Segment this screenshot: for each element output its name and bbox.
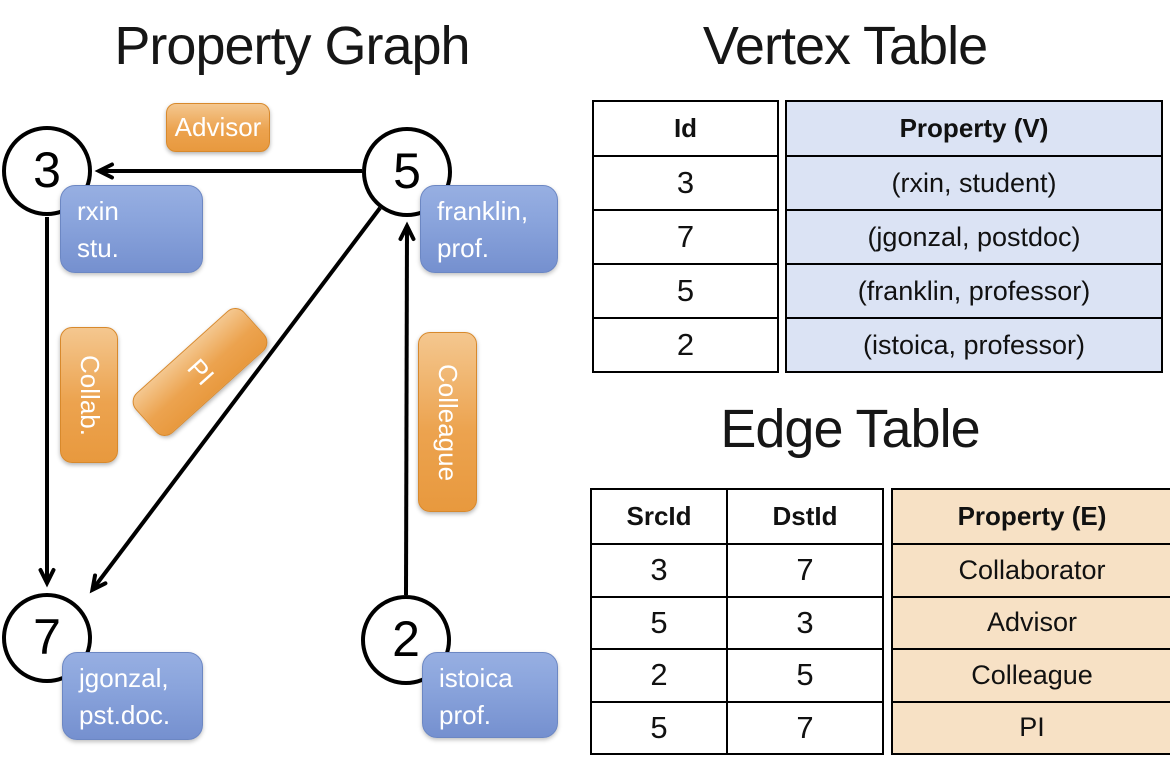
vertex-property-box-franklin: franklin, prof. — [420, 185, 558, 273]
vertex-property-line: jgonzal, — [79, 663, 169, 693]
table-cell: 2 — [592, 317, 779, 373]
node-id-label: 5 — [393, 143, 421, 199]
table-row: 2 5 — [590, 648, 884, 703]
edge-table-id-columns: SrcId DstId 3 7 5 3 2 5 5 7 — [590, 488, 884, 755]
table-row: 5 7 — [590, 700, 884, 755]
vertex-property-line: franklin, — [437, 196, 529, 226]
column-header-property-v: Property (V) — [785, 100, 1163, 157]
table-row: (istoica, professor) — [785, 317, 1163, 373]
edge-table-title: Edge Table — [720, 399, 980, 459]
vertex-property-line: rxin — [77, 196, 119, 226]
edge-label-text: PI — [180, 352, 220, 391]
table-cell: 5 — [592, 263, 779, 319]
node-id-label: 2 — [392, 611, 420, 667]
edge-label-advisor: Advisor — [166, 103, 270, 152]
table-row: 3 7 — [590, 543, 884, 598]
edge-label-text: Colleague — [433, 363, 463, 481]
table-row: (franklin, professor) — [785, 263, 1163, 319]
table-cell: 3 — [592, 155, 779, 211]
table-cell: (istoica, professor) — [785, 317, 1163, 373]
edge-table: SrcId DstId 3 7 5 3 2 5 5 7 Property (E)… — [590, 488, 1170, 755]
table-row: 3 — [592, 155, 779, 211]
table-cell: (franklin, professor) — [785, 263, 1163, 319]
table-row: (jgonzal, postdoc) — [785, 209, 1163, 265]
vertex-table-property-column: Property (V) (rxin, student) (jgonzal, p… — [785, 100, 1163, 373]
vertex-table: Id 3 7 5 2 Property (V) (rxin, student) … — [592, 100, 1163, 373]
graph-node-3: 3 — [2, 126, 92, 216]
vertex-property-box-jgonzal: jgonzal, pst.doc. — [62, 652, 203, 740]
table-row: 5 — [592, 263, 779, 319]
table-cell: 3 — [726, 595, 884, 650]
vertex-property-line: istoica — [439, 663, 513, 693]
property-graph-title: Property Graph — [114, 16, 470, 76]
table-row: PI — [891, 700, 1170, 755]
table-row: Advisor — [891, 595, 1170, 650]
table-cell: 5 — [726, 648, 884, 703]
table-cell: (rxin, student) — [785, 155, 1163, 211]
table-cell: 7 — [726, 700, 884, 755]
table-row: 7 — [592, 209, 779, 265]
table-cell: 7 — [726, 543, 884, 598]
column-header-dstid: DstId — [726, 488, 884, 545]
table-cell: 2 — [590, 648, 728, 703]
column-header-id: Id — [592, 100, 779, 157]
vertex-property-box-rxin: rxin stu. — [60, 185, 203, 273]
node-id-label: 7 — [33, 609, 61, 665]
edge-line-colleague-2-to-5 — [398, 221, 416, 596]
node-id-label: 3 — [33, 142, 61, 198]
table-cell: 5 — [590, 595, 728, 650]
table-row: (rxin, student) — [785, 155, 1163, 211]
vertex-property-line: stu. — [77, 233, 119, 263]
column-header-srcid: SrcId — [590, 488, 728, 545]
edge-line-pi-5-to-7 — [89, 206, 382, 594]
column-header-property-e: Property (E) — [891, 488, 1170, 545]
vertex-property-line: prof. — [437, 233, 490, 263]
table-cell: Colleague — [891, 648, 1170, 703]
table-row: Colleague — [891, 648, 1170, 703]
table-row: Collaborator — [891, 543, 1170, 598]
edge-label-collab: Collab. — [60, 327, 118, 463]
edge-table-property-column: Property (E) Collaborator Advisor Collea… — [891, 488, 1170, 755]
table-cell: PI — [891, 700, 1170, 755]
vertex-table-title: Vertex Table — [702, 16, 988, 76]
vertex-property-line: prof. — [439, 700, 492, 730]
table-cell: 5 — [590, 700, 728, 755]
edge-label-text: Collab. — [74, 354, 105, 436]
edge-label-text: Advisor — [174, 112, 262, 142]
table-row: 5 3 — [590, 595, 884, 650]
table-cell: 3 — [590, 543, 728, 598]
vertex-property-box-istoica: istoica prof. — [422, 652, 558, 738]
vertex-table-id-column: Id 3 7 5 2 — [592, 100, 779, 373]
table-row: 2 — [592, 317, 779, 373]
vertex-property-line: pst.doc. — [79, 700, 171, 730]
edge-label-colleague: Colleague — [418, 332, 477, 512]
table-cell: (jgonzal, postdoc) — [785, 209, 1163, 265]
table-cell: 7 — [592, 209, 779, 265]
table-cell: Collaborator — [891, 543, 1170, 598]
table-cell: Advisor — [891, 595, 1170, 650]
